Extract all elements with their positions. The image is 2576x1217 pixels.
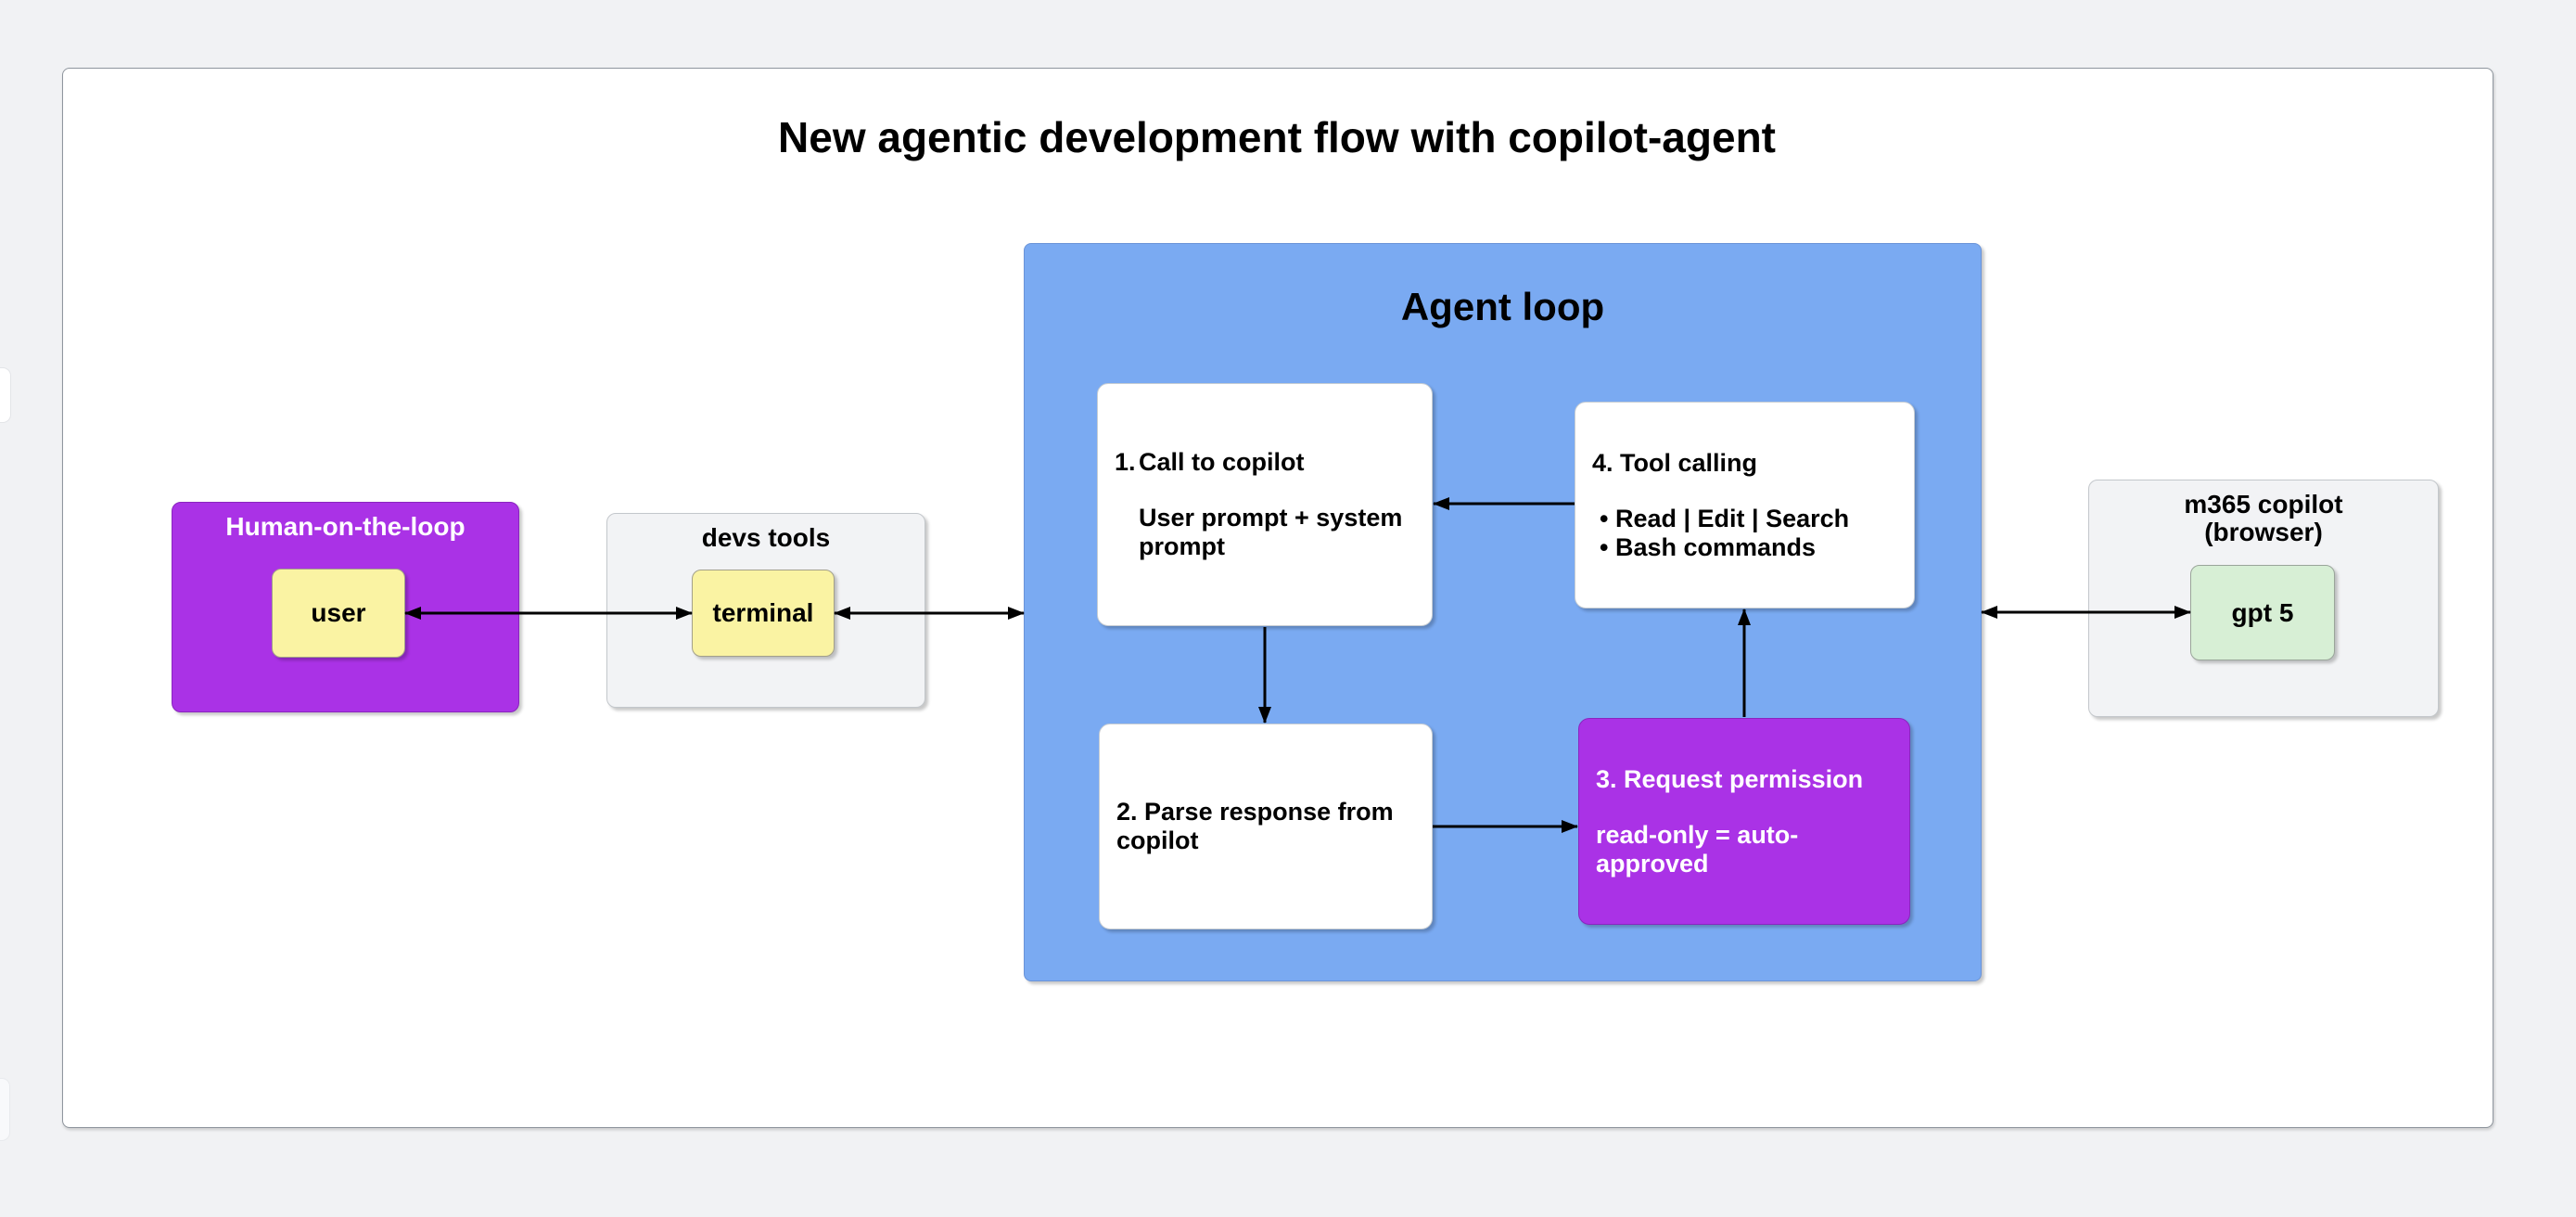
container-m365-copilot[interactable]: m365 copilot (browser) — [2088, 480, 2439, 717]
node-step1-call-to-copilot[interactable]: 1. Call to copilot User prompt + system … — [1097, 383, 1433, 626]
step1-title: Call to copilot — [1139, 448, 1305, 476]
node-user[interactable]: user — [272, 569, 405, 658]
container-agent-loop-label: Agent loop — [1400, 285, 1605, 328]
node-step3-request-permission[interactable]: 3. Request permission read-only = auto-a… — [1578, 718, 1910, 925]
step1-detail: User prompt + system prompt — [1139, 504, 1403, 560]
step2-text: 2. Parse response from copilot — [1116, 798, 1394, 854]
m365-label-line2: (browser) — [2204, 518, 2323, 546]
node-terminal-label: terminal — [712, 598, 814, 627]
step1-number: 1. — [1115, 448, 1136, 476]
left-panel-handle-lower[interactable] — [0, 1078, 10, 1141]
diagram-title: New agentic development flow with copilo… — [778, 113, 1776, 161]
step4-bullet-2: • Bash commands — [1600, 532, 1817, 561]
container-m365-label: m365 copilot (browser) — [2089, 480, 2438, 546]
node-step4-tool-calling[interactable]: 4. Tool calling • Read | Edit | Search •… — [1575, 402, 1915, 608]
node-user-label: user — [311, 598, 366, 627]
container-devs-tools-label: devs tools — [701, 523, 831, 552]
node-gpt5[interactable]: gpt 5 — [2190, 565, 2335, 660]
step3-detail: read-only = auto-approved — [1596, 820, 1799, 878]
container-human-label: Human-on-the-loop — [225, 512, 465, 541]
left-panel-handle[interactable] — [0, 367, 11, 423]
m365-label-line1: m365 copilot — [2184, 490, 2343, 519]
node-terminal[interactable]: terminal — [692, 570, 835, 657]
node-step2-parse-response[interactable]: 2. Parse response from copilot — [1099, 724, 1433, 929]
step4-title: 4. Tool calling — [1592, 448, 1758, 477]
node-gpt5-label: gpt 5 — [2231, 597, 2294, 627]
step4-bullet-1: • Read | Edit | Search — [1600, 504, 1850, 532]
step3-title: 3. Request permission — [1596, 764, 1864, 793]
